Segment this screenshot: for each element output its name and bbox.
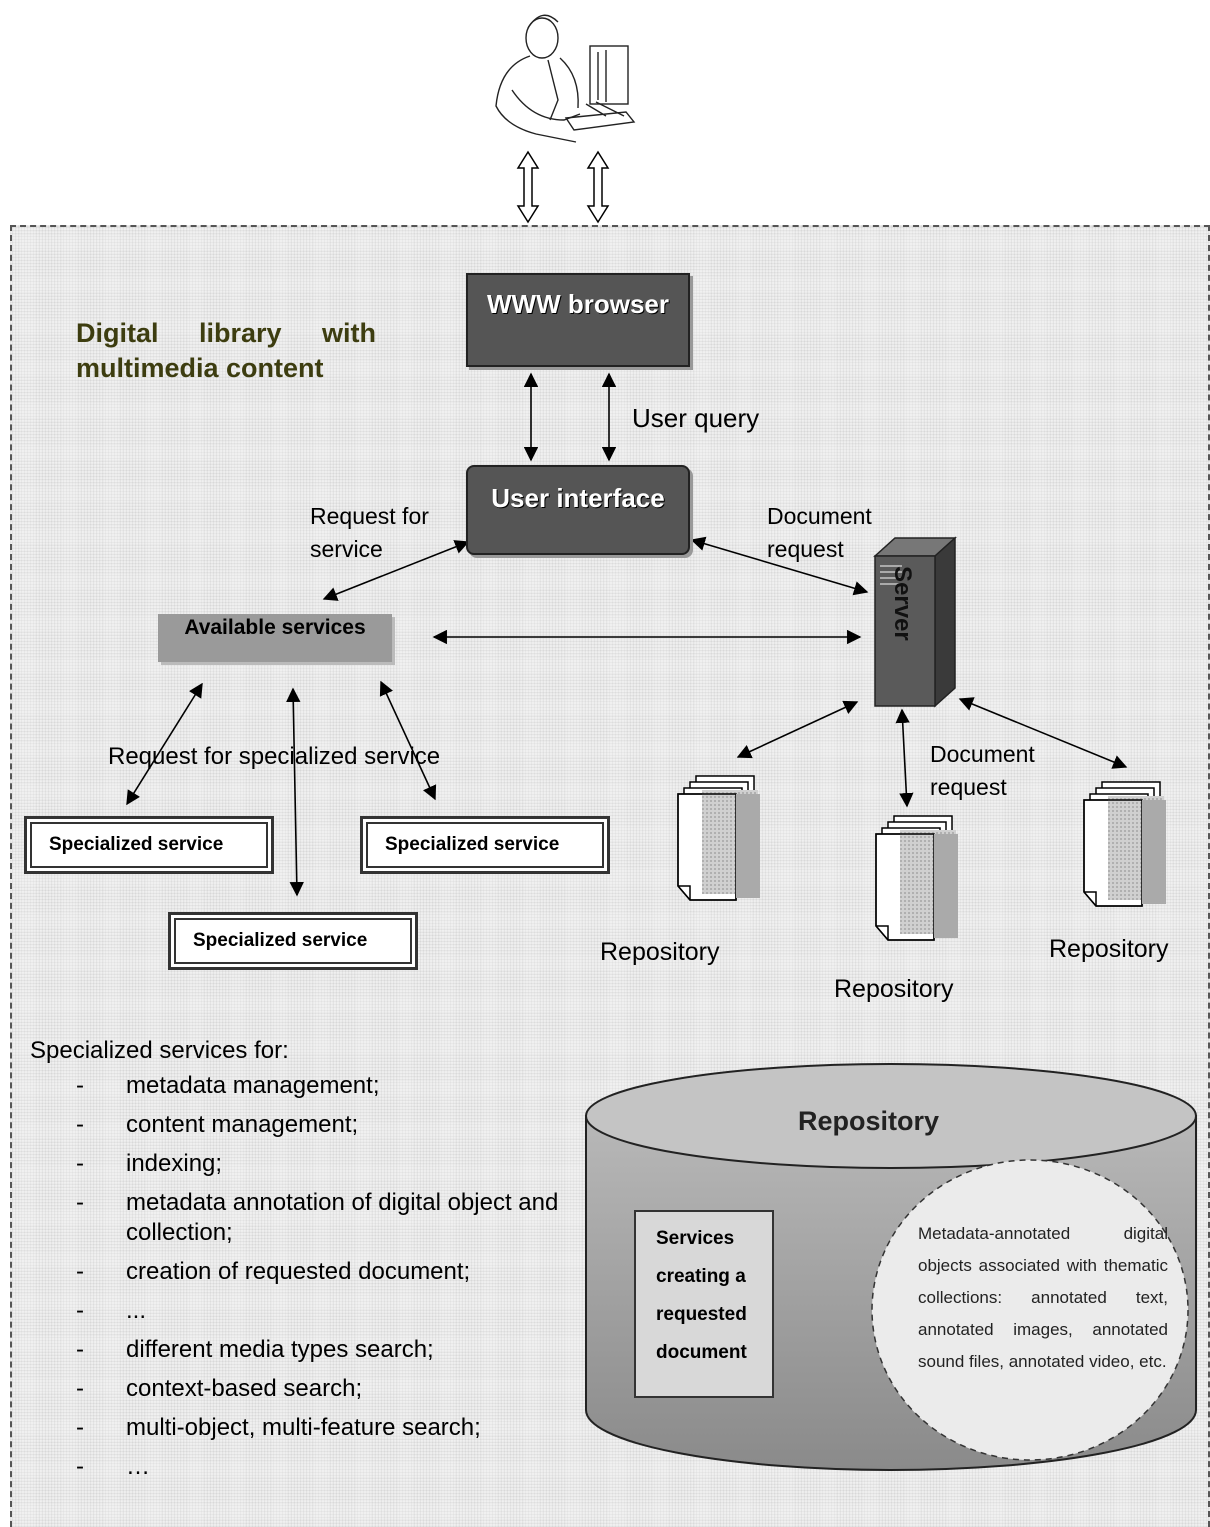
available-services-box: Available services bbox=[158, 614, 392, 662]
specialized-services-list: Specialized services for: -metadata mana… bbox=[30, 1033, 566, 1491]
document-stack-icon bbox=[875, 815, 959, 941]
list-item: -creation of requested document; bbox=[76, 1258, 471, 1285]
available-spec2-link bbox=[379, 680, 437, 801]
annotated-objects-text: Metadata-annotated digital objects assoc… bbox=[918, 1224, 1168, 1371]
list-item: -multi-object, multi-feature search; bbox=[76, 1414, 481, 1441]
list-item: -metadata management; bbox=[76, 1072, 380, 1099]
server-repo2-link bbox=[895, 708, 914, 808]
list-item: -content management; bbox=[76, 1111, 359, 1138]
available-spec3-link bbox=[286, 687, 304, 897]
document-request-mid-label: Document request bbox=[930, 741, 1035, 800]
user-to-library-arrows bbox=[516, 150, 610, 224]
server-repo1-link bbox=[736, 700, 859, 759]
diagram-title: Digital library with multimedia content bbox=[76, 318, 376, 383]
document-stack-icon bbox=[677, 775, 761, 901]
request-for-service-label: Request for service bbox=[310, 503, 429, 562]
specialized-service-box-1: Specialized service bbox=[24, 816, 274, 874]
ui-available-link bbox=[322, 540, 470, 601]
list-item: -indexing; bbox=[76, 1150, 223, 1177]
specialized-service-box-3: Specialized service bbox=[168, 912, 418, 970]
list-item: -... bbox=[76, 1297, 147, 1324]
list-item: -different media types search; bbox=[76, 1336, 434, 1363]
document-request-top-label: Document request bbox=[767, 503, 872, 562]
repository-cylinder-label: Repository bbox=[798, 1106, 940, 1136]
repository-label-3: Repository bbox=[1049, 935, 1169, 963]
server-repo3-link bbox=[958, 697, 1128, 769]
request-specialized-label: Request for specialized service bbox=[108, 743, 441, 770]
specialized-service-box-2: Specialized service bbox=[360, 816, 610, 874]
list-item: -context-based search; bbox=[76, 1375, 363, 1402]
document-stack-icon bbox=[1083, 781, 1167, 907]
list-item: -… bbox=[76, 1453, 150, 1480]
repository-label-2: Repository bbox=[834, 975, 954, 1003]
user-interface-box: User interface bbox=[466, 465, 690, 555]
annotated-objects-circle bbox=[871, 1159, 1189, 1461]
user-at-computer-icon bbox=[495, 14, 636, 143]
server-icon bbox=[873, 536, 957, 708]
ui-server-link bbox=[690, 536, 869, 596]
www-browser-box: WWW browser bbox=[466, 273, 690, 367]
server-label: Server bbox=[889, 566, 916, 641]
connectors bbox=[126, 372, 1128, 1361]
services-intro: Specialized services for: bbox=[30, 1037, 289, 1064]
list-item: -metadata annotation of digital object a… bbox=[76, 1189, 559, 1246]
available-spec1-link bbox=[126, 682, 203, 806]
user-query-label: User query bbox=[632, 403, 760, 433]
services-creating-document-box: Services creating a requested document bbox=[634, 1210, 774, 1398]
repository-label-1: Repository bbox=[600, 938, 720, 966]
